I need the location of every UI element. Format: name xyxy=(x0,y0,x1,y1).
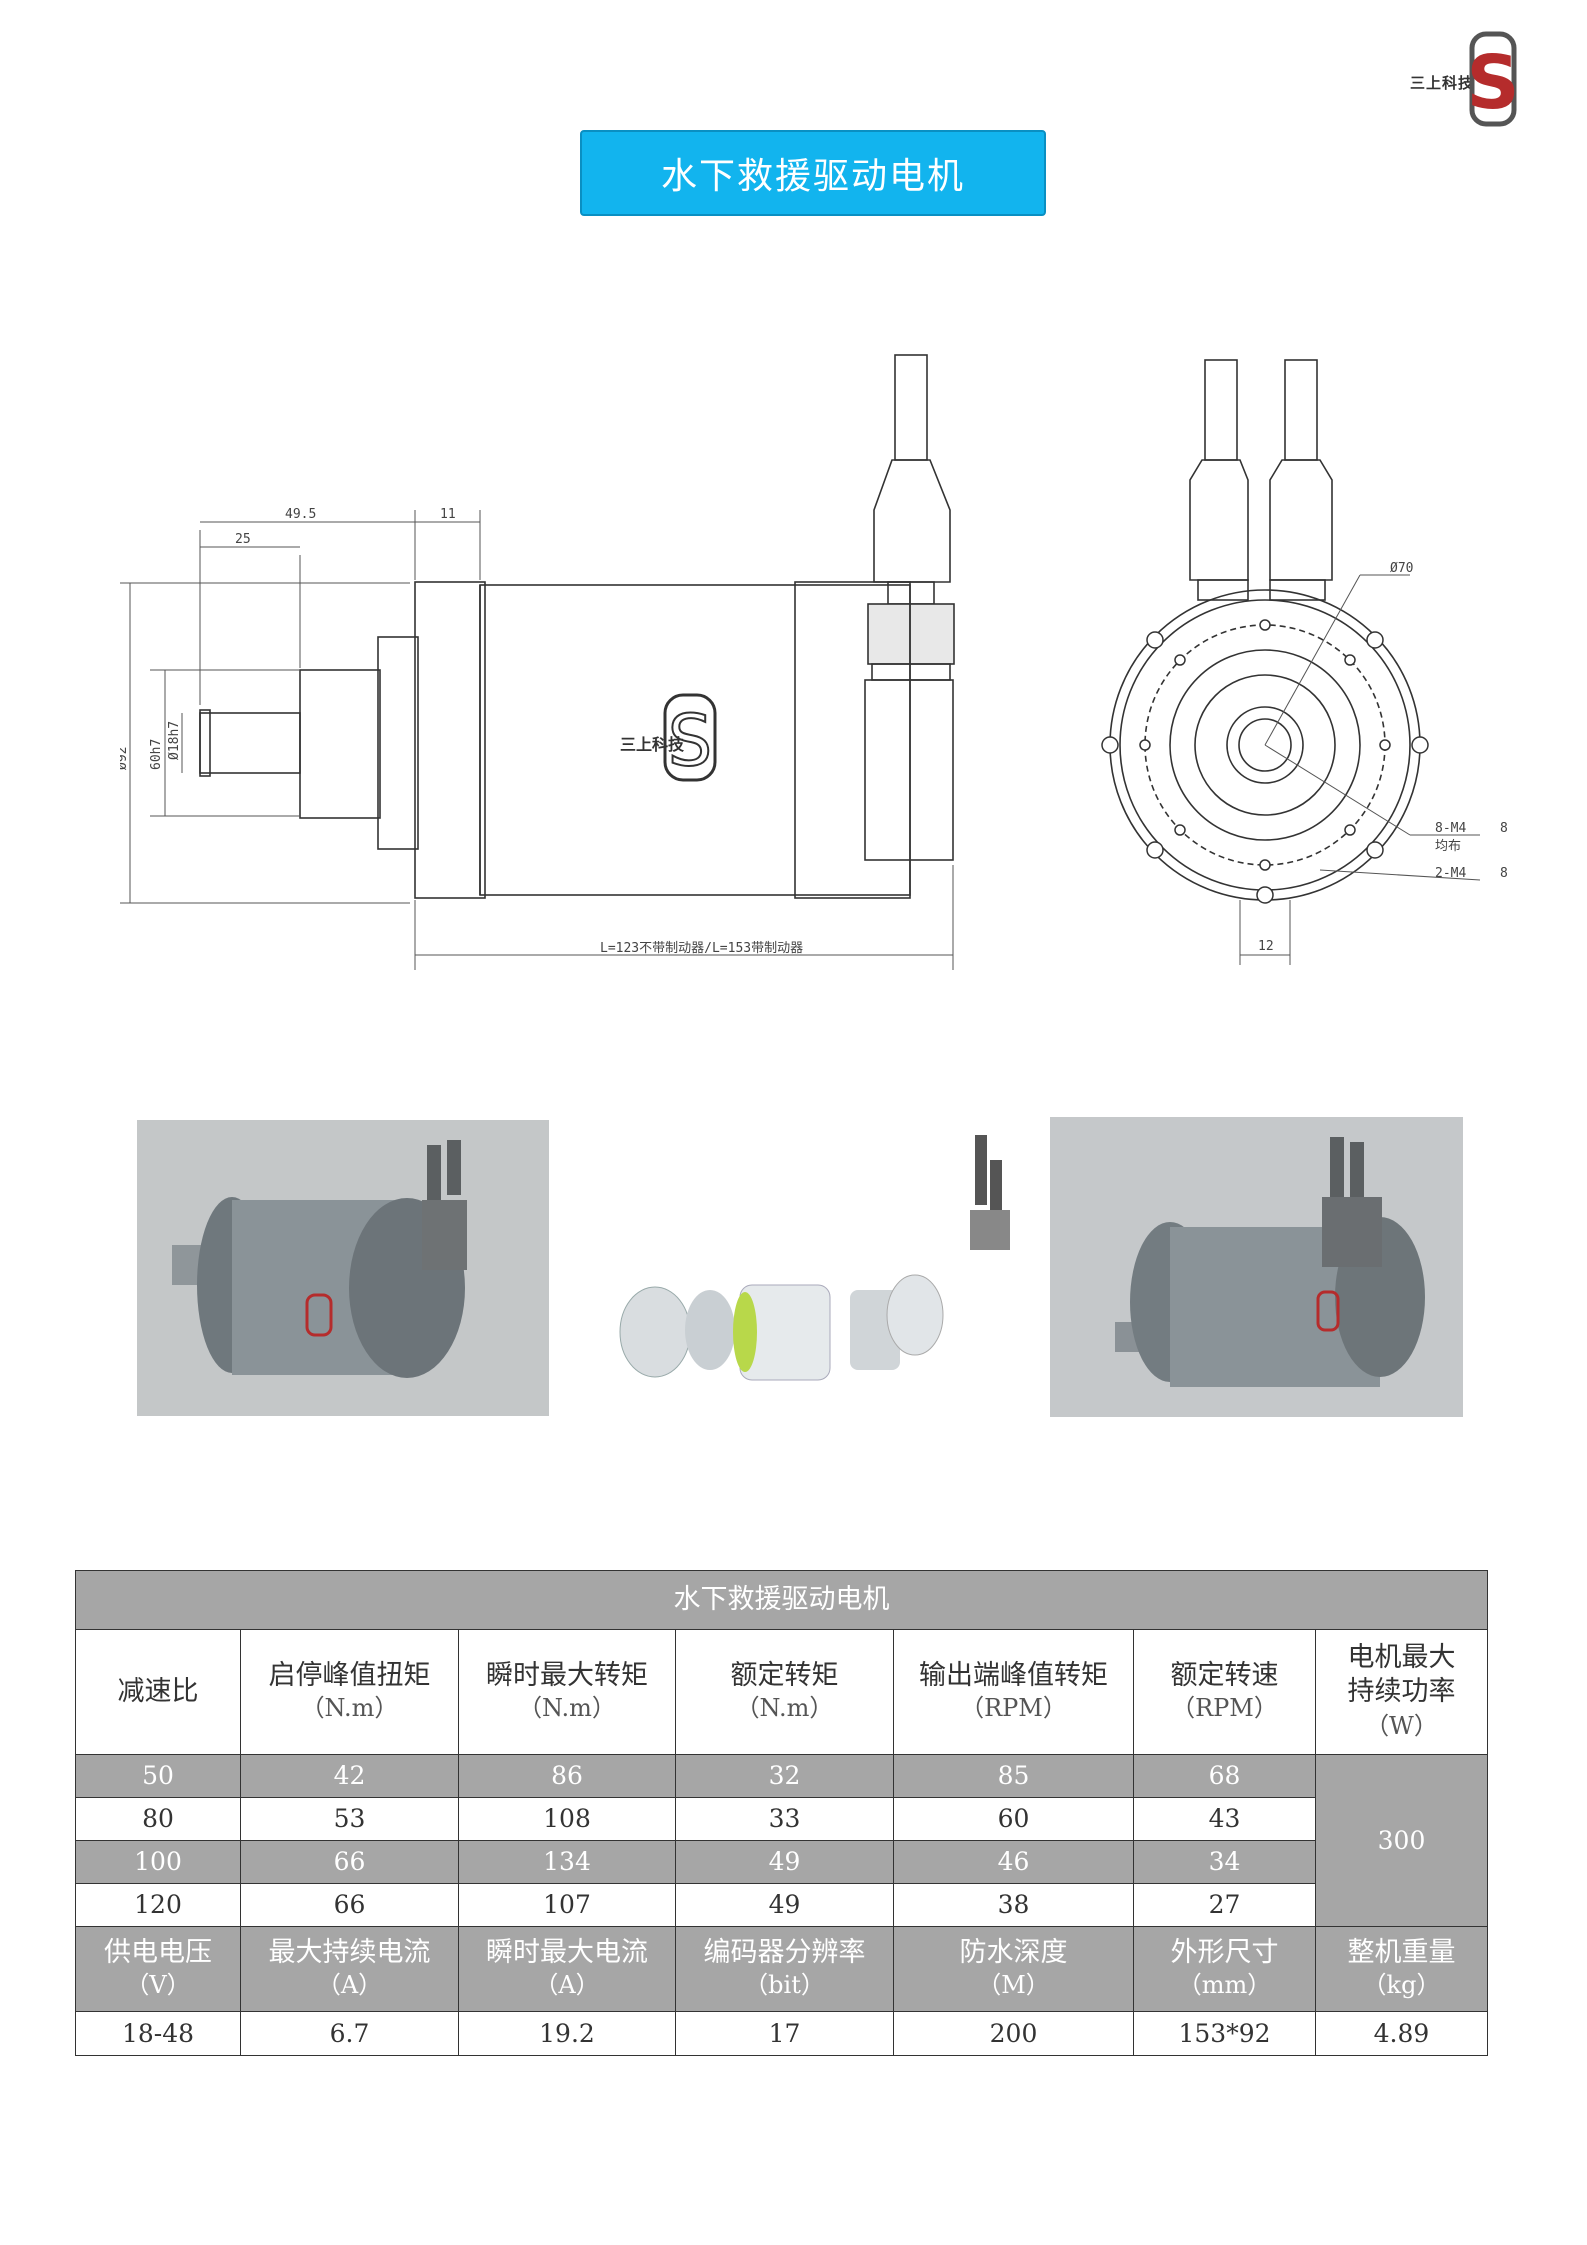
dim-d60: 60h7 xyxy=(149,739,164,770)
header-cell: 启停峰值扭矩（N.m） xyxy=(240,1629,459,1755)
dim-8m4: 8-M4 xyxy=(1435,821,1466,836)
side-view-drawing: 49.5 11 25 Ø18h7 60h7 Ø92 L=123不带制动器/L=1… xyxy=(120,354,955,970)
dim-length: L=123不带制动器/L=153带制动器 xyxy=(600,941,803,956)
dim-d92: Ø92 xyxy=(120,747,130,770)
dim-8m4-note: 均布 xyxy=(1435,839,1461,854)
header-cell: 瞬时最大转矩（N.m） xyxy=(458,1629,676,1755)
dim-2m4: 2-M4 xyxy=(1435,866,1466,881)
table-title: 水下救援驱动电机 xyxy=(75,1570,1488,1630)
body-brand-text: 三上科技 xyxy=(620,735,685,754)
dim-d70: Ø70 xyxy=(1390,561,1413,576)
table-header-row-2: 供电电压（V） 最大持续电流（A） 瞬时最大电流（A） 编码器分辨率（bit） … xyxy=(75,1926,1488,2012)
brand-logo: 三上科技 S xyxy=(1410,28,1520,130)
dim-d18: Ø18h7 xyxy=(167,721,182,760)
logo-text: 三上科技 xyxy=(1410,74,1475,92)
dim-12: 12 xyxy=(1258,939,1274,954)
header-cell: 额定转矩（N.m） xyxy=(675,1629,894,1755)
svg-text:S: S xyxy=(668,700,712,782)
logo-mark: S xyxy=(1466,40,1519,126)
header-cell: 电机最大持续功率（W） xyxy=(1315,1629,1488,1755)
motor-render-right xyxy=(1050,1117,1463,1417)
dim-2m4-depth: 8 xyxy=(1500,866,1508,881)
spec-table: 水下救援驱动电机 减速比 启停峰值扭矩（N.m） 瞬时最大转矩（N.m） 额定转… xyxy=(75,1570,1488,2056)
power-value: 300 xyxy=(1315,1754,1488,1927)
front-view-drawing: Ø70 8-M4 8 均布 2-M4 8 12 xyxy=(1101,359,1508,965)
page-title: 水下救援驱动电机 xyxy=(660,156,965,197)
dim-8m4-depth: 8 xyxy=(1500,821,1508,836)
dim-11: 11 xyxy=(440,507,456,522)
motor-render-left xyxy=(137,1120,549,1416)
exploded-view xyxy=(575,1120,1035,1420)
title-banner: 水下救援驱动电机 xyxy=(580,130,1046,216)
header-cell: 减速比 xyxy=(75,1629,241,1755)
header-cell: 额定转速（RPM） xyxy=(1133,1629,1316,1755)
dim-25: 25 xyxy=(235,532,251,547)
header-cell: 输出端峰值转矩（RPM） xyxy=(893,1629,1134,1755)
dim-49-5: 49.5 xyxy=(285,507,316,522)
